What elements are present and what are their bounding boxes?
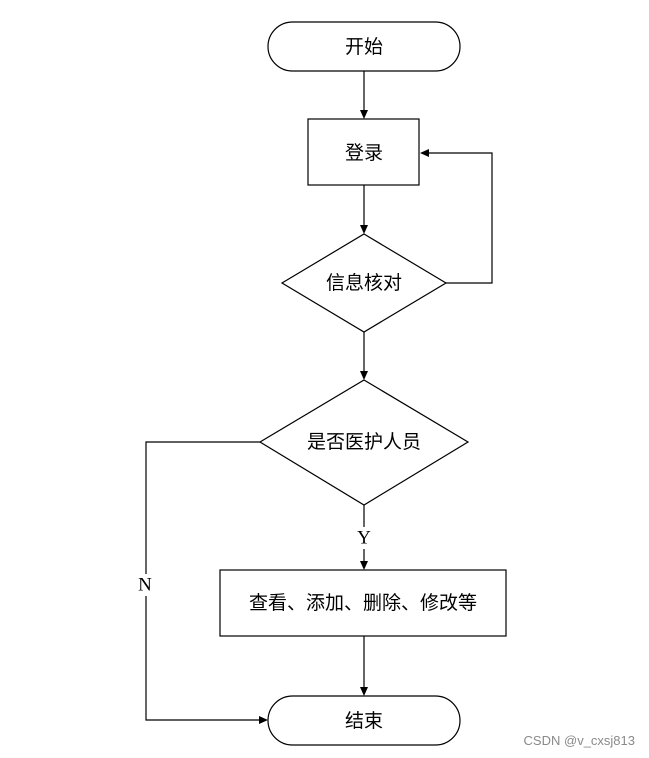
start-node-label: 开始: [345, 36, 383, 58]
is-medical-decision-node: 是否医护人员: [258, 379, 470, 506]
edge-verify-back-to-login: [420, 149, 493, 284]
yes-edge-label: Y: [357, 528, 371, 549]
end-node-label: 结束: [345, 710, 383, 732]
edge-verify-to-is-medical: [360, 332, 368, 380]
start-node: 开始: [267, 21, 461, 72]
is-medical-decision-label: 是否医护人员: [307, 431, 421, 453]
no-edge-label: N: [138, 575, 152, 596]
login-node: 登录: [307, 118, 420, 186]
no-label-bg: [134, 574, 158, 596]
login-node-label: 登录: [345, 142, 383, 164]
watermark: CSDN @v_cxsj813: [523, 733, 635, 748]
end-node: 结束: [267, 695, 461, 746]
edge-login-to-verify: [360, 185, 368, 234]
edge-actions-to-end: [360, 636, 368, 696]
verify-decision-label: 信息核对: [326, 272, 402, 294]
edge-start-to-login: [360, 71, 368, 119]
verify-decision-node: 信息核对: [280, 233, 448, 333]
yes-label-bg: [354, 527, 374, 549]
actions-node: 查看、添加、删除、修改等: [219, 569, 507, 637]
actions-node-label: 查看、添加、删除、修改等: [249, 592, 477, 614]
